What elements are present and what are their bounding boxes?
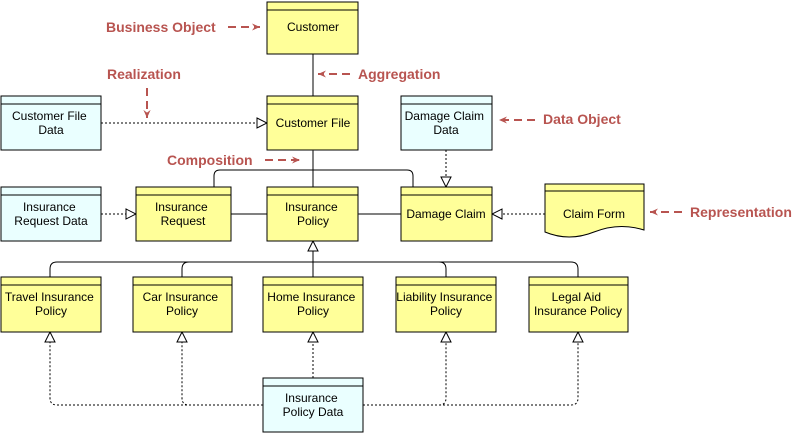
insurance-request-data-object[interactable]: Insurance Request Data <box>0 186 102 242</box>
customer-object[interactable]: Customer <box>266 1 359 55</box>
composition-label: Composition <box>167 152 253 168</box>
realization-label: Realization <box>107 66 181 82</box>
home-insurance-policy-object[interactable]: Home Insurance Policy <box>262 276 364 333</box>
damage-claim-data-label-line-2: Data <box>433 123 459 137</box>
business-object-label: Business Object <box>106 19 216 35</box>
travel-insurance-policy-object[interactable]: Travel Insurance Policy <box>0 276 102 333</box>
legal-aid-policy-label-line-1: Legal Aid <box>552 290 601 304</box>
realization-annotation: Realization <box>107 66 181 118</box>
data-object-label: Data Object <box>543 111 621 127</box>
composition-annotation: Composition <box>167 152 300 168</box>
customer-file-data-label-line-1: Customer File <box>12 109 87 123</box>
realization-policydata-legalaid <box>363 332 578 406</box>
liability-policy-label-line-1: Liability Insurance <box>396 290 492 304</box>
travel-policy-label-line-2: Policy <box>35 304 67 318</box>
connectors <box>49 54 579 406</box>
svg-text:Insurance Policy: Insurance Policy <box>285 200 341 228</box>
nodes: Customer Customer File Customer File Dat… <box>0 1 645 433</box>
svg-text:Damage Claim Data: Damage Claim Data <box>405 109 488 137</box>
legal-aid-insurance-policy-object[interactable]: Legal Aid Insurance Policy <box>528 276 629 333</box>
liability-insurance-policy-object[interactable]: Liability Insurance Policy <box>395 276 497 333</box>
realization-policydata-liability <box>363 332 446 406</box>
aggregation-annotation: Aggregation <box>318 66 440 82</box>
insurance-request-data-label-line-1: Insurance <box>23 200 76 214</box>
home-policy-label-line-1: Home Insurance <box>267 290 355 304</box>
svg-text:Customer File: Customer File <box>276 116 351 130</box>
damage-claim-label-line: Damage Claim <box>406 207 485 221</box>
svg-text:Travel Insurance Polic: Travel Insurance Policy <box>5 290 97 318</box>
customer-file-label-line: Customer File <box>276 116 351 130</box>
customer-label-line: Customer <box>287 20 339 34</box>
annotations: Business Object Realization Aggregation … <box>106 19 792 220</box>
specialization-legalaid <box>313 261 579 277</box>
svg-text:Customer: Customer <box>287 20 339 34</box>
insurance-request-data-label-line-2: Request Data <box>14 214 88 228</box>
svg-text:Liability Insurance Po: Liability Insurance Policy <box>396 290 495 318</box>
insurance-request-object[interactable]: Insurance Request <box>135 186 232 242</box>
svg-text:Legal Aid Insurance Po: Legal Aid Insurance Policy <box>534 290 622 318</box>
damage-claim-data-object[interactable]: Damage Claim Data <box>400 95 493 151</box>
car-policy-label-line-2: Policy <box>166 304 198 318</box>
insurance-policy-data-label-line-2: Policy Data <box>283 405 344 419</box>
damage-claim-object[interactable]: Damage Claim <box>400 186 493 242</box>
specialization-travel <box>49 261 313 277</box>
insurance-request-label-line-2: Request <box>161 214 206 228</box>
realization-policydata-car <box>182 332 263 406</box>
svg-text:Car Insurance Policy: Car Insurance Policy <box>143 290 222 318</box>
svg-text:Customer File Data: Customer File Data <box>12 109 90 137</box>
customer-file-data-object[interactable]: Customer File Data <box>0 95 102 151</box>
insurance-policy-label-line-2: Policy <box>297 214 329 228</box>
home-policy-label-line-2: Policy <box>297 304 329 318</box>
representation-label: Representation <box>690 204 792 220</box>
svg-text:Claim Form: Claim Form <box>563 207 625 221</box>
damage-claim-data-label-line-1: Damage Claim <box>405 109 484 123</box>
specialization-liability <box>313 261 447 277</box>
car-insurance-policy-object[interactable]: Car Insurance Policy <box>132 276 233 333</box>
insurance-policy-object[interactable]: Insurance Policy <box>266 186 359 242</box>
insurance-policy-data-label-line-1: Insurance <box>285 391 338 405</box>
svg-text:Insurance Policy Data: Insurance Policy Data <box>283 391 344 419</box>
car-policy-label-line-1: Car Insurance <box>143 290 219 304</box>
svg-text:Insurance Request: Insurance Request <box>155 200 211 228</box>
data-object-annotation: Data Object <box>499 111 621 127</box>
liability-policy-label-line-2: Policy <box>430 304 462 318</box>
svg-text:Insurance Request Data: Insurance Request Data <box>14 200 88 228</box>
insurance-policy-data-object[interactable]: Insurance Policy Data <box>262 377 364 433</box>
svg-text:Damage Claim: Damage Claim <box>406 207 485 221</box>
realization-policydata-travel <box>50 332 263 406</box>
composition-damageclaim-customerfile <box>313 169 414 187</box>
claim-form-representation[interactable]: Claim Form <box>544 183 645 238</box>
legal-aid-policy-label-line-2: Insurance Policy <box>534 304 622 318</box>
insurance-policy-label-line-1: Insurance <box>285 200 338 214</box>
insurance-request-label-line-1: Insurance <box>155 200 208 214</box>
svg-text:Home Insurance Policy: Home Insurance Policy <box>267 290 358 318</box>
composition-request-customerfile <box>213 169 313 187</box>
aggregation-label: Aggregation <box>358 66 440 82</box>
representation-annotation: Representation <box>650 204 792 220</box>
claim-form-label-line: Claim Form <box>563 207 625 221</box>
business-object-annotation: Business Object <box>106 19 260 35</box>
customer-file-object[interactable]: Customer File <box>266 95 359 151</box>
travel-policy-label-line-1: Travel Insurance <box>5 290 94 304</box>
specialization-car <box>181 261 313 277</box>
customer-file-data-label-line-2: Data <box>38 123 64 137</box>
